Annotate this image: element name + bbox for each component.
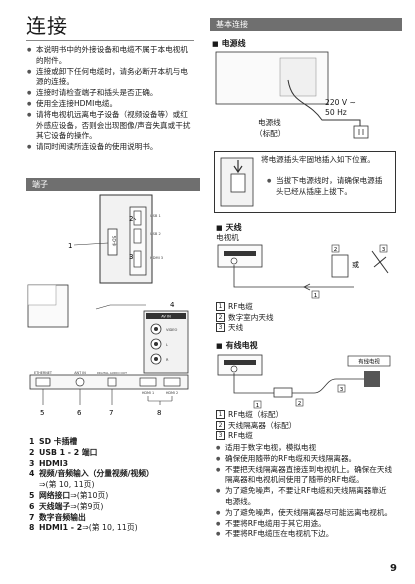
note-item: 本说明书中的外接设备和电缆不属于本电视机的附件。 (27, 45, 195, 67)
callout-8: 8 (157, 409, 161, 417)
power-diagram (215, 51, 369, 139)
callout-7: 7 (109, 409, 113, 417)
power-heading: 电源线 (212, 38, 246, 49)
callout-3: 3 (129, 253, 133, 261)
callout-2: 2 (129, 215, 133, 223)
tv-back (27, 284, 146, 328)
note-item: 适用于数字电视，模拟电视 (216, 443, 394, 454)
callout-4: 4 (170, 301, 175, 309)
note-item: 不要将RF电缆用于其它用途。 (216, 519, 394, 530)
or-label: 或 (352, 260, 359, 269)
cable-callout-1: 1 (256, 403, 260, 409)
voltage-label: 220 V ~ (325, 98, 356, 107)
note-item: 连接时请检查端子和插头是否正确。 (27, 88, 195, 99)
av-input-panel: AV IN VIDEO L R (143, 310, 189, 374)
page-ref-link[interactable]: ⇒(第10页) (70, 490, 109, 500)
power-plug-callout: 将电源插头牢固地插入如下位置。 当拔下电源线时，请确保电源插头已经从插座上拔下。 (214, 151, 396, 213)
callout-1: 1 (68, 242, 72, 250)
title-rule (26, 40, 194, 41)
note-item: 为了避免噪声，使天线隔离器尽可能远离电视机。 (216, 508, 394, 519)
power-cord-label: 电源线 (258, 118, 281, 127)
terminals-header-bar: 端子 (26, 178, 200, 191)
power-callout-notes: 当拔下电源线时，请确保电源插头已经从插座上拔下。 (267, 176, 389, 198)
usb1-label: USB 1 (150, 214, 161, 218)
audio-r-label: R (166, 358, 169, 362)
antenna-callout-1: 1 (314, 293, 318, 299)
hdmi1-label: HDMI 1 (142, 391, 154, 395)
hdmi2-label: HDMI 2 (166, 391, 178, 395)
sd-slot-label: SD卡 (111, 236, 118, 247)
antenna-isolator (273, 387, 293, 398)
av-in-label: AV IN (161, 315, 171, 319)
page-ref-link[interactable]: ⇒(第 10, 11页) (82, 523, 138, 533)
antenna-tv-label: 电视机 (216, 233, 239, 242)
antenna-label: ANT IN (74, 371, 86, 375)
cable-callout-2: 2 (298, 401, 302, 407)
video-label: VIDEO (166, 328, 178, 332)
cable-notes: 适用于数字电视，模拟电视 确保使用随带的RF电缆和天线隔离器。 不要把天线隔离器… (216, 443, 394, 540)
basic-connection-header-bar: 基本连接 (210, 18, 402, 31)
antenna-heading: 天线 (216, 222, 242, 233)
audio-l-label: L (166, 343, 168, 347)
page-number: 9 (390, 563, 397, 574)
usb2-label: USB 2 (150, 232, 161, 236)
power-callout-main: 将电源插头牢固地插入如下位置。 (261, 155, 375, 164)
frequency-label: 50 Hz (325, 108, 347, 117)
hdmi3-label: HDMI 3 (150, 256, 163, 260)
cable-callout-3: 3 (340, 387, 344, 393)
cable-box-label: 有线电视 (358, 358, 380, 366)
plug-icon (220, 157, 254, 207)
callout-5: 5 (40, 409, 44, 417)
tv-side-panel: SD卡 USB 1 USB 2 HDMI 3 (99, 194, 163, 284)
wall-outlet (353, 125, 369, 139)
note-item: 请将电视机远离电子设备（视频设备等）或红外感应设备，否则会出现图像/声音失真或干… (27, 110, 195, 142)
note-item: 连接或卸下任何电缆时，请务必断开本机与电源的连接。 (27, 67, 195, 89)
note-item: 不要把天线隔离器直接连到电视机上。确保在天线隔离器和电视机间使用了随带的RF电缆… (216, 465, 394, 487)
power-cord-line (287, 79, 361, 128)
ethernet-label: ETHERNET (34, 371, 53, 375)
cable-diagram: 有线电视 1 2 3 (217, 354, 391, 409)
cable-wall-socket (364, 371, 380, 387)
power-cord-sub: （标配） (255, 129, 286, 138)
digital-audio-label: DIGITAL AUDIO OUT (97, 371, 127, 375)
note-item: 请同时阅读所连设备的使用说明书。 (27, 142, 195, 153)
indoor-antenna (331, 254, 349, 278)
note-item: 当拔下电源线时，请确保电源插头已经从插座上拔下。 (267, 176, 389, 198)
page-ref-link[interactable]: ⇒(第9页) (70, 501, 104, 511)
rf-cable-line (233, 265, 354, 288)
connection-notes: 本说明书中的外接设备和电缆不属于本电视机的附件。 连接或卸下任何电缆时，请务必断… (27, 45, 195, 153)
cable-heading: 有线电视 (216, 340, 258, 351)
callout-6: 6 (77, 409, 82, 417)
antenna-callout-2: 2 (334, 247, 338, 253)
bottom-ports: ETHERNET ANT IN DIGITAL AUDIO OUT HDMI 1… (29, 371, 189, 395)
note-item: 使用全连接HDMI电缆。 (27, 99, 195, 110)
note-item: 不要将RF电缆压在电视机下边。 (216, 529, 394, 540)
antenna-callout-3: 3 (382, 247, 386, 253)
antenna-diagram: 或 2 3 1 (217, 244, 389, 299)
note-item: 为了避免噪声，不要让RF电缆和天线隔离器靠近电源线。 (216, 486, 394, 508)
page-ref-link[interactable]: ⇒(第 10, 11页) (39, 480, 95, 490)
note-item: 确保使用随带的RF电缆和天线隔离器。 (216, 454, 394, 465)
page-title: 连接 (26, 14, 68, 38)
terminal-diagram: SD卡 USB 1 USB 2 HDMI 3 1 2 3 4 AV IN VID… (27, 194, 189, 417)
